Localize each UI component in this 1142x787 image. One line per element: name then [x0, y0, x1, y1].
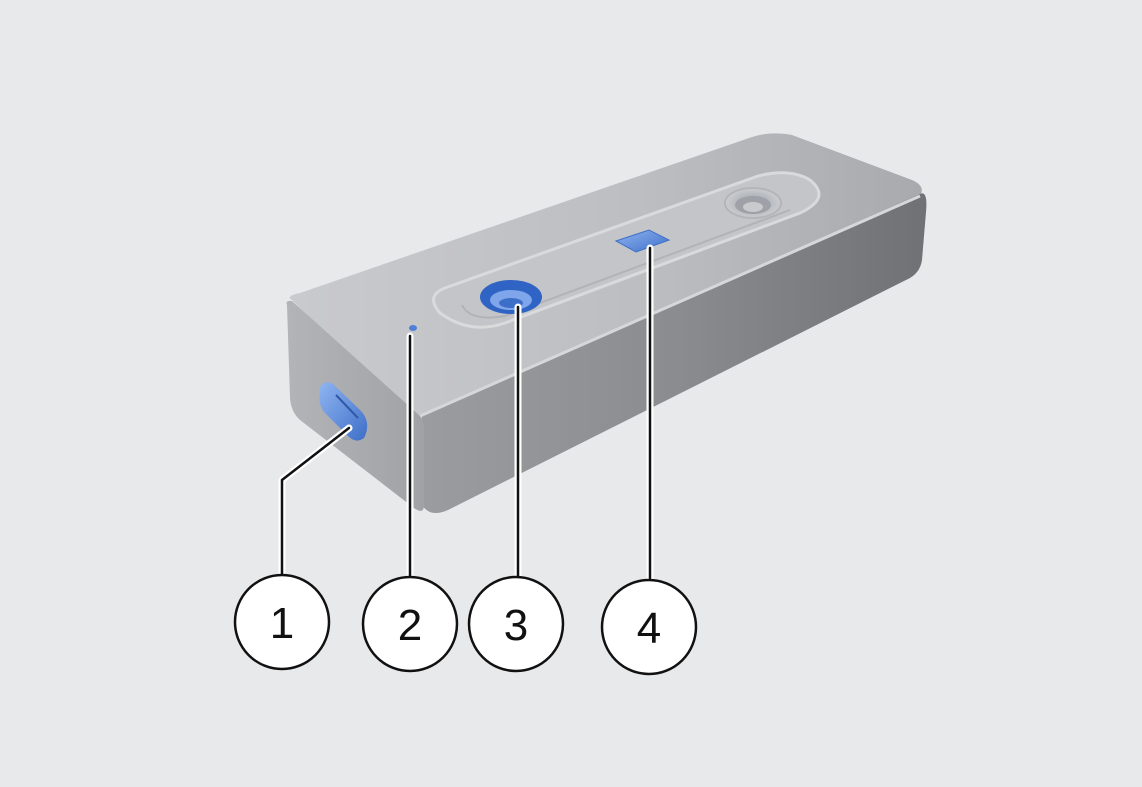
top-edge-highlight: [419, 194, 921, 418]
leader-lines: [278, 244, 654, 582]
center-pad: [614, 229, 671, 253]
callout-4: 4: [600, 578, 698, 676]
callout-2: 2: [361, 575, 459, 673]
device-front-face: [422, 193, 927, 514]
status-light: [409, 325, 417, 331]
device-body: [286, 133, 927, 514]
mounting-screw-hole-front: [480, 280, 542, 314]
leader-line-1: [280, 426, 351, 578]
track-shadow-line: [461, 209, 791, 319]
callout-3: 3: [467, 575, 565, 673]
callout-3-number: 3: [504, 601, 528, 650]
mounting-screw-hole-rear: [724, 187, 782, 219]
callout-1: 1: [233, 573, 331, 671]
callout-4-number: 4: [637, 604, 661, 653]
callout-2-number: 2: [398, 601, 422, 650]
usb-c-port: [319, 382, 368, 441]
callout-1-number: 1: [270, 599, 294, 648]
